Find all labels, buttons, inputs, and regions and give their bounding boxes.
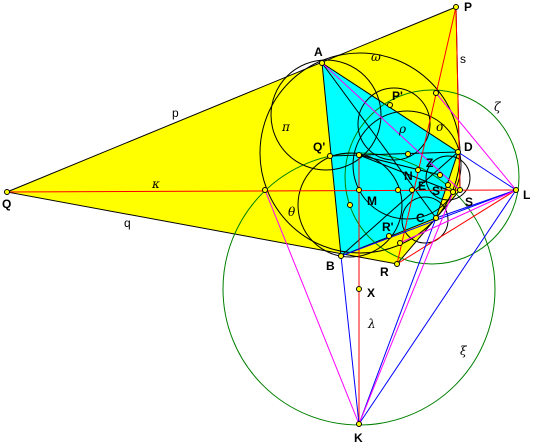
point-b <box>338 253 344 259</box>
point-m <box>356 187 362 193</box>
line-p-prime-l <box>435 92 517 191</box>
line-theta-k <box>264 189 360 425</box>
line-c-l <box>435 189 517 219</box>
label-line-p: p <box>172 106 179 120</box>
point-m-top <box>356 152 362 158</box>
label-z: Z <box>426 156 433 170</box>
line-a-s <box>321 62 461 191</box>
label-line-s: s <box>460 52 466 66</box>
label-r-prime: R' <box>382 220 394 234</box>
label-e: E <box>418 179 426 193</box>
point-r <box>394 261 400 267</box>
point-r-prime2 <box>397 240 403 246</box>
label-circle-zeta: ζ <box>494 100 502 114</box>
line-l-k <box>358 189 517 425</box>
label-circle-omega: ω <box>371 50 381 64</box>
line-b-k <box>340 255 360 425</box>
point-p <box>453 4 459 10</box>
point-a <box>319 60 325 66</box>
point-z <box>437 172 443 178</box>
point-x <box>356 286 362 292</box>
label-x: X <box>367 286 375 300</box>
circle-theta <box>297 152 403 258</box>
point-omega-top <box>433 90 439 96</box>
label-circle-xi: ξ <box>460 344 468 358</box>
points <box>4 4 519 427</box>
label-k: K <box>354 431 363 444</box>
label-p: P <box>464 0 472 14</box>
circle-rho <box>357 87 431 161</box>
point-r-prime <box>386 233 392 239</box>
point-s-prime <box>450 189 456 195</box>
point-d <box>455 149 461 155</box>
line-k-s-prime <box>358 191 454 425</box>
point-p-prime <box>387 102 393 108</box>
segment-m-e <box>358 154 454 193</box>
label-a: A <box>314 45 323 59</box>
label-s-prime: S' <box>432 184 443 198</box>
label-b: B <box>326 259 335 273</box>
circle-pi <box>270 59 382 171</box>
label-circle-sigma: σ <box>436 120 445 134</box>
point-theta-left <box>262 187 268 193</box>
point-c <box>433 215 439 221</box>
segment-p-s <box>455 6 461 191</box>
label-c: C <box>416 211 425 225</box>
label-l: L <box>523 188 530 202</box>
point-m2 <box>347 202 353 208</box>
segment-q-d <box>329 151 459 157</box>
point-s2 <box>445 182 451 188</box>
circle-small-d <box>425 155 471 201</box>
label-m: M <box>367 194 377 208</box>
segment-b-d <box>340 151 459 257</box>
label-p-prime: P' <box>392 89 403 103</box>
label-q-prime: Q' <box>313 140 325 154</box>
line-d-l <box>457 151 517 191</box>
segment-r-l <box>396 189 517 265</box>
label-r: R <box>380 265 389 279</box>
circle-small-c <box>401 196 449 244</box>
line-r-prime-l <box>399 189 517 244</box>
line-b-l <box>340 189 517 257</box>
line-c-k <box>358 217 437 425</box>
point-k <box>356 421 362 427</box>
segment-r-prime-p <box>396 6 457 265</box>
point-rho <box>405 151 411 157</box>
line-kappa <box>6 189 517 193</box>
point-e <box>409 187 415 193</box>
point-l <box>513 187 519 193</box>
label-circle-theta: θ <box>288 205 296 219</box>
label-line-q: q <box>124 216 131 230</box>
point-e2 <box>395 187 401 193</box>
point-s <box>457 187 463 193</box>
segment-a-c <box>321 62 437 219</box>
segment-m-n <box>358 154 441 176</box>
point-q <box>4 189 10 195</box>
label-d: D <box>464 140 473 154</box>
label-line-lambda: λ <box>367 317 376 331</box>
label-n: N <box>404 169 413 183</box>
label-s: S <box>465 195 473 209</box>
point-q-prime <box>327 153 333 159</box>
label-q: Q <box>2 197 11 211</box>
label-circle-pi: π <box>281 120 291 134</box>
point-n <box>415 167 421 173</box>
label-line-kappa: κ <box>151 177 160 191</box>
circle-zeta <box>344 89 520 265</box>
label-circle-rho: ρ <box>398 122 406 136</box>
